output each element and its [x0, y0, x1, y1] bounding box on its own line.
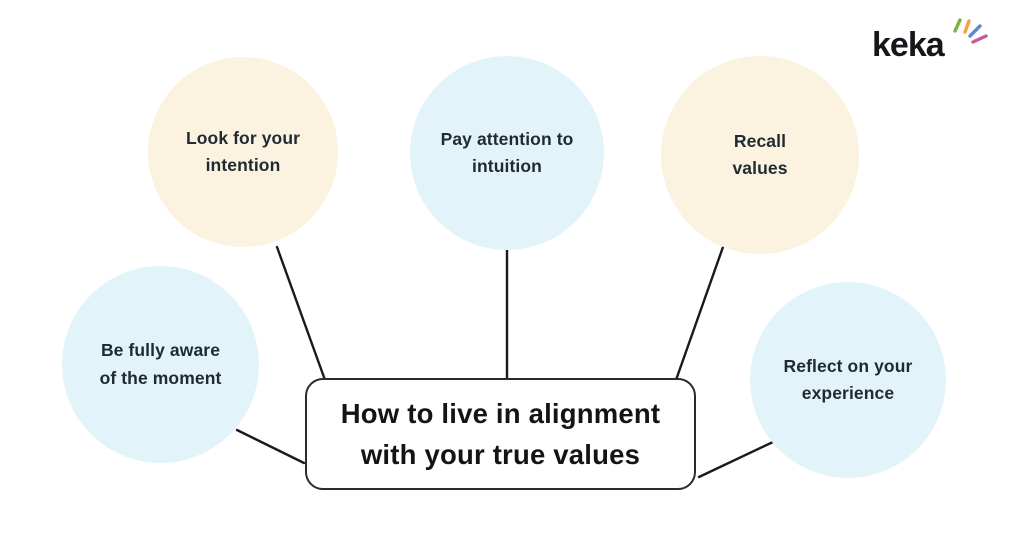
node-label-line: Pay attention to	[440, 128, 574, 149]
node-label: Look for your intention	[186, 125, 300, 179]
node-label: Be fully aware of the moment	[100, 337, 222, 391]
logo-ray-blue	[968, 24, 982, 38]
connector-be-fully-aware	[235, 428, 306, 465]
diagram-title: How to live in alignment with your true …	[341, 393, 661, 476]
logo-ray-orange	[963, 19, 971, 34]
node-label: Recall values	[732, 128, 787, 182]
node-label-line: intention	[205, 155, 281, 175]
node-label: Reflect on your experience	[784, 353, 913, 407]
logo-ray-green	[953, 18, 962, 33]
node-label-line: Look for your	[185, 127, 301, 148]
node-label-line: values	[732, 158, 788, 178]
node-recall-values: Recall values	[661, 56, 859, 254]
connector-reflect-on-experience	[697, 440, 775, 479]
node-label-line: Be fully aware	[100, 340, 221, 361]
node-label-line: Reflect on your	[783, 355, 913, 376]
keka-logo: keka	[872, 16, 992, 66]
node-be-fully-aware-of-the-moment: Be fully aware of the moment	[62, 266, 259, 463]
keka-logo-text: keka	[872, 26, 945, 64]
diagram-title-line: How to live in alignment	[340, 397, 661, 429]
node-pay-attention-to-intuition: Pay attention to intuition	[410, 56, 604, 250]
diagram-title-line: with your true values	[360, 439, 641, 470]
node-label: Pay attention to intuition	[441, 126, 574, 180]
node-look-for-your-intention: Look for your intention	[148, 57, 338, 247]
logo-rays-icon	[953, 18, 988, 44]
node-label-line: experience	[801, 383, 895, 403]
node-label-line: Recall	[733, 130, 787, 151]
connector-recall-values	[674, 245, 725, 382]
node-reflect-on-your-experience: Reflect on your experience	[750, 282, 946, 478]
logo-ray-pink	[971, 34, 988, 44]
connector-look-for-your-intention	[275, 245, 327, 382]
node-label-line: intuition	[472, 156, 542, 176]
center-box: How to live in alignment with your true …	[305, 378, 696, 490]
node-label-line: of the moment	[99, 367, 222, 388]
